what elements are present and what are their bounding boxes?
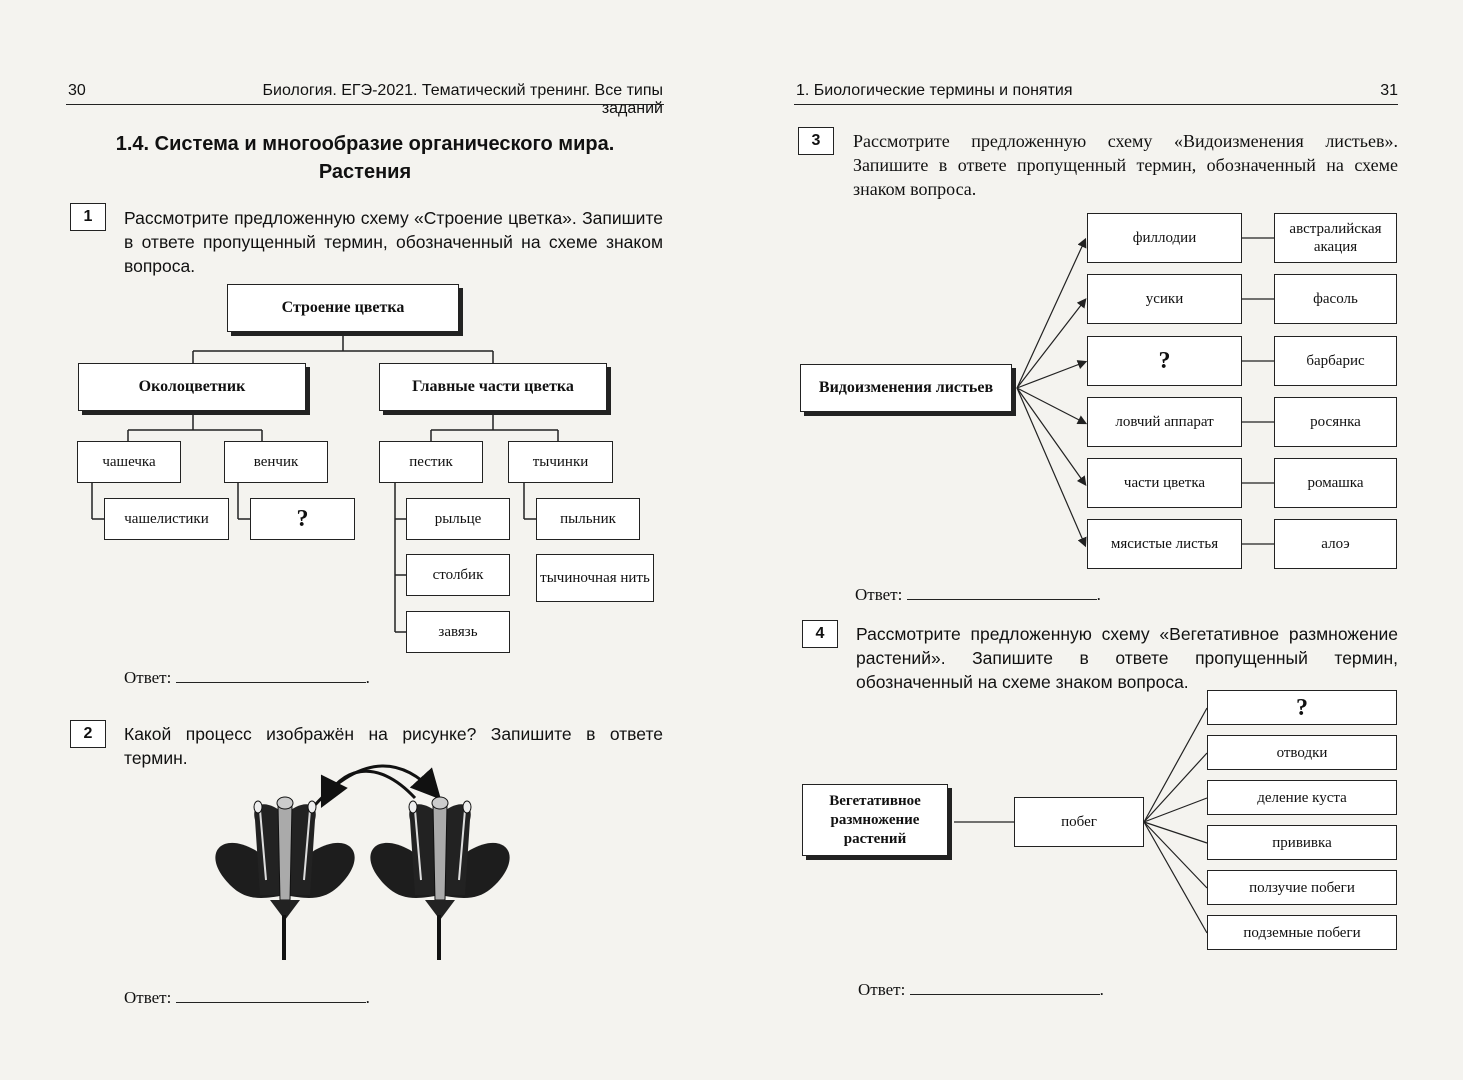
- diagram-unknown-term: ?: [250, 498, 355, 540]
- diagram-filament: тычиночная нить: [536, 554, 654, 602]
- reproduction-method-grafting: прививка: [1207, 825, 1397, 860]
- diagram-root-flower-structure: Строение цветка: [227, 284, 459, 332]
- example-chamomile: ромашка: [1274, 458, 1397, 508]
- left-page-number: 30: [68, 82, 86, 99]
- example-barberry: барбарис: [1274, 336, 1397, 386]
- answer-label: Ответ:: [855, 585, 903, 604]
- diagram-style: столбик: [406, 554, 510, 596]
- leaf-form-unknown: ?: [1087, 336, 1242, 386]
- right-running-head: 1. Биологические термины и понятия: [796, 82, 1073, 99]
- leaf-form-phyllodes: филлодии: [1087, 213, 1242, 263]
- answer-line[interactable]: [906, 585, 1097, 600]
- diagram-stamens: тычинки: [508, 441, 613, 483]
- question-4-answer: Ответ: .: [858, 980, 1104, 1000]
- section-title-line2: Растения: [318, 161, 412, 183]
- example-aloe: алоэ: [1274, 519, 1397, 569]
- diagram-shoot: побег: [1014, 797, 1144, 847]
- diagram-stigma: рыльце: [406, 498, 510, 540]
- section-title-line1: 1.4. Система и многообразие органическог…: [115, 133, 615, 155]
- right-header-rule: [794, 104, 1398, 105]
- question-1-text: Рассмотрите предложенную схему «Строение…: [124, 208, 663, 276]
- question-2-number: 2: [70, 720, 106, 748]
- diagram-anther: пыльник: [536, 498, 640, 540]
- reproduction-method-layering: отводки: [1207, 735, 1397, 770]
- flower-right: [370, 796, 510, 960]
- answer-label: Ответ:: [124, 668, 172, 687]
- diagram-pistil: пестик: [379, 441, 483, 483]
- answer-end: .: [365, 668, 370, 687]
- right-page-number: 31: [1380, 82, 1398, 99]
- leaf-form-succulent: мясистые листья: [1087, 519, 1242, 569]
- reproduction-method-underground-shoots: подземные побеги: [1207, 915, 1397, 950]
- reproduction-method-unknown: ?: [1207, 690, 1397, 725]
- pollination-illustration: [215, 764, 510, 960]
- reproduction-method-division: деление куста: [1207, 780, 1397, 815]
- answer-end: .: [1096, 585, 1101, 604]
- diagram-perianth: Околоцветник: [78, 363, 306, 411]
- example-sundew: росянка: [1274, 397, 1397, 447]
- leaf-form-trap: ловчий аппарат: [1087, 397, 1242, 447]
- diagram-sepals: чашелистики: [104, 498, 229, 540]
- flower-left: [215, 796, 355, 960]
- section-title: 1.4. Система и многообразие органическог…: [66, 130, 664, 186]
- leaf-form-flower-parts: части цветка: [1087, 458, 1242, 508]
- question-4-text: Рассмотрите предложенную схему «Вегетати…: [856, 624, 1398, 692]
- answer-label: Ответ:: [858, 980, 906, 999]
- answer-end: .: [365, 988, 370, 1007]
- example-bean: фасоль: [1274, 274, 1397, 324]
- question-3-answer: Ответ: .: [855, 585, 1101, 605]
- diagram-main-flower-parts: Главные части цветка: [379, 363, 607, 411]
- example-acacia: австралийская акация: [1274, 213, 1397, 263]
- answer-label: Ответ:: [124, 988, 172, 1007]
- question-4-number: 4: [802, 620, 838, 648]
- diagram-root-vegetative-reproduction: Вегетативное размножение растений: [802, 784, 948, 856]
- transfer-arrows: [313, 764, 442, 809]
- question-1-number: 1: [70, 203, 106, 231]
- answer-end: .: [1099, 980, 1104, 999]
- answer-line[interactable]: [175, 988, 366, 1003]
- left-running-head: Биология. ЕГЭ-2021. Тематический тренинг…: [262, 82, 663, 117]
- diagram-corolla: венчик: [224, 441, 328, 483]
- question-2-answer: Ответ: .: [124, 988, 370, 1008]
- reproduction-method-runners: ползучие побеги: [1207, 870, 1397, 905]
- leaf-form-tendrils: усики: [1087, 274, 1242, 324]
- question-1-answer: Ответ: .: [124, 668, 370, 688]
- diagram-ovary: завязь: [406, 611, 510, 653]
- question-2-text: Какой процесс изображён на рисунке? Запи…: [124, 724, 663, 768]
- left-header-rule: [66, 104, 664, 105]
- diagram-calyx: чашечка: [77, 441, 181, 483]
- question-3-number: 3: [798, 127, 834, 155]
- question-3-text: Рассмотрите предложенную схему «Видоизме…: [853, 131, 1398, 199]
- answer-line[interactable]: [909, 980, 1100, 995]
- answer-line[interactable]: [175, 668, 366, 683]
- diagram-root-leaf-modifications: Видоизменения листьев: [800, 364, 1012, 412]
